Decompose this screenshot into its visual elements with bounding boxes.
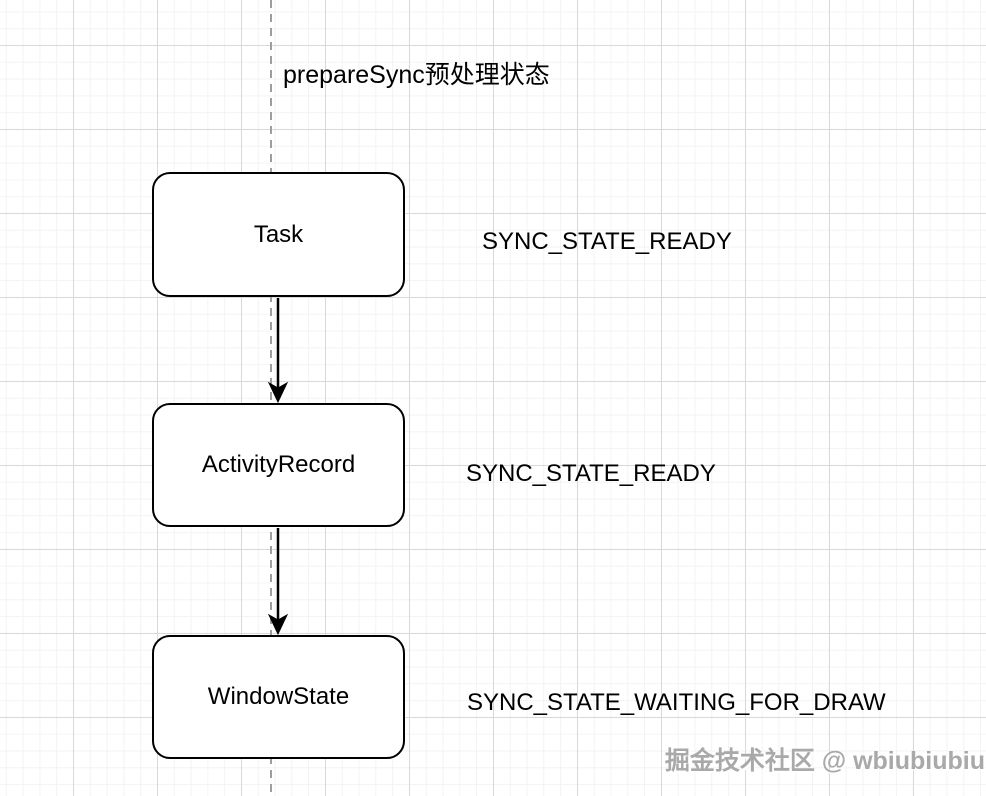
node-windowstate-label: WindowState xyxy=(207,683,350,710)
state-label-activityrecord: SYNC_STATE_READY xyxy=(466,460,716,487)
node-activityrecord: ActivityRecord xyxy=(152,403,405,527)
state-label-windowstate: SYNC_STATE_WAITING_FOR_DRAW xyxy=(467,689,886,716)
watermark: 掘金技术社区 @ wbiubiubiu xyxy=(664,747,985,775)
node-windowstate: WindowState xyxy=(152,635,405,759)
arrowhead-task-to-activityrecord xyxy=(267,381,289,404)
node-task-label: Task xyxy=(253,220,304,248)
diagram-title: prepareSync预处理状态 xyxy=(283,61,550,89)
arrowhead-activityrecord-to-windowstate xyxy=(267,613,289,636)
node-task: Task xyxy=(152,172,405,297)
node-activityrecord-label: ActivityRecord xyxy=(201,451,356,478)
state-label-task: SYNC_STATE_READY xyxy=(482,228,732,255)
